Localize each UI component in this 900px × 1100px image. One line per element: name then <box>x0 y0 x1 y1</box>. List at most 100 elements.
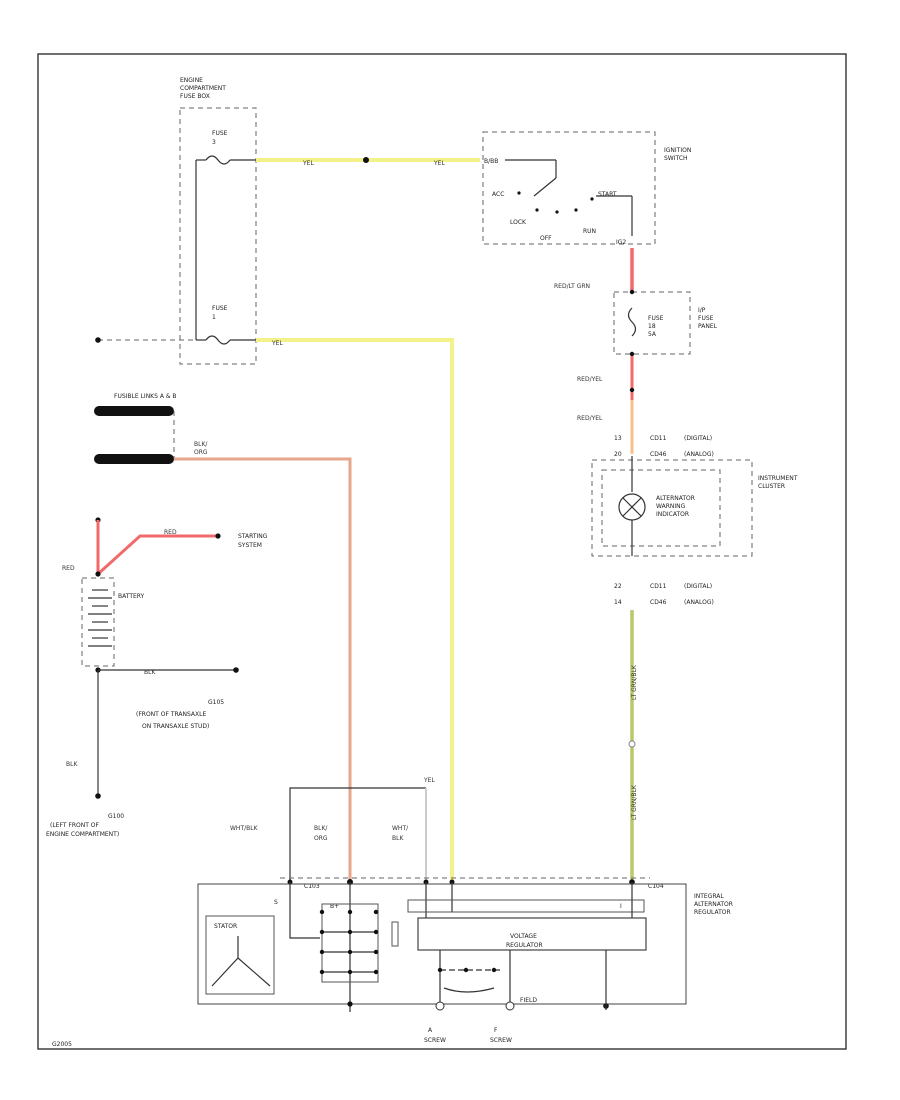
red-starting-wire <box>96 534 218 576</box>
cluster-conn-cd11-b: CD11 <box>650 583 667 590</box>
blk-org-wire <box>174 457 352 882</box>
red-batt-label: RED <box>62 565 75 572</box>
screw-a-letter: A <box>428 1027 433 1034</box>
g100-desc-2: ENGINE COMPARTMENT) <box>46 831 119 838</box>
alt-pin-i: I <box>620 903 622 910</box>
yel-label-b: YEL <box>433 160 445 167</box>
fuse-1-symbol <box>205 335 231 345</box>
yel-splice-node <box>363 157 369 163</box>
ignition-switch: IGNITION SWITCH B/BB ACC LOCK OFF RUN ST… <box>482 131 691 246</box>
feed-node <box>95 337 101 343</box>
red-ltgrn-label: RED/LT GRN <box>554 283 590 290</box>
ignition-title-2: SWITCH <box>664 155 688 162</box>
alt-title-3: REGULATOR <box>694 909 731 916</box>
screw-a-label: SCREW <box>424 1037 446 1044</box>
ip-fuse-panel: I/P FUSE PANEL FUSE 18 5A <box>613 291 718 355</box>
indicator-line-3: INDICATOR <box>656 511 689 518</box>
screw-f-letter: F <box>494 1027 498 1034</box>
alt-title-1: INTEGRAL <box>694 893 724 900</box>
cluster-pin-22: 22 <box>614 583 622 590</box>
cluster-conn-cd11-a: CD11 <box>650 435 667 442</box>
ip-fuse-symbol <box>627 307 637 337</box>
cluster-pin-14: 14 <box>614 599 622 606</box>
g105-label: G105 <box>208 699 224 706</box>
alt-title-2: ALTERNATOR <box>694 901 733 908</box>
alt-pin-s: S <box>274 899 278 906</box>
ignition-switch-blade <box>533 177 557 197</box>
vreg-label-2: REGULATOR <box>506 942 543 949</box>
fusible-links-label: FUSIBLE LINKS A & B <box>114 393 177 400</box>
conn-c103: C103 <box>304 883 320 890</box>
cluster-type-digital-a: (DIGITAL) <box>684 435 712 442</box>
fuse-3-label: FUSE <box>212 130 228 137</box>
fuse-3-symbol <box>205 155 231 165</box>
ip-fuse-rating: 5A <box>648 331 657 338</box>
ground-g100-node <box>95 793 101 799</box>
stator-label: STATOR <box>214 923 237 930</box>
wht-blk-reg-label-2: BLK <box>392 835 404 842</box>
fusible-link-b <box>94 454 174 464</box>
starting-system-1: STARTING <box>238 533 268 540</box>
blk-org-label-1: BLK/ <box>194 441 208 448</box>
screw-f-label: SCREW <box>490 1037 512 1044</box>
conn-c104: C104 <box>648 883 664 890</box>
ign-term-lock: LOCK <box>510 219 527 226</box>
wht-blk-wire <box>289 787 426 882</box>
fuse-3-number: 3 <box>212 139 216 146</box>
fusible-links: FUSIBLE LINKS A & B <box>94 393 177 464</box>
alternator-regulator: INTEGRAL ALTERNATOR REGULATOR S B+ I STA… <box>197 882 733 1012</box>
stator-box <box>205 915 275 995</box>
starting-system-2: SYSTEM <box>238 542 262 549</box>
field-label: FIELD <box>520 997 537 1004</box>
battery-label: BATTERY <box>118 593 145 600</box>
g105-desc-1: (FRONT OF TRANSAXLE <box>136 711 206 718</box>
ip-fuse-title-3: PANEL <box>698 323 718 330</box>
ign-term-ig2: IG2 <box>616 239 626 246</box>
cluster-conn-cd46-b: CD46 <box>650 599 667 606</box>
instrument-cluster: 13 CD11 (DIGITAL) 20 CD46 (ANALOG) INSTR… <box>591 435 798 606</box>
vreg-label-1: VOLTAGE <box>510 933 537 940</box>
fuse-box-title-3: FUSE BOX <box>180 93 210 100</box>
rectifier-bridge <box>321 903 379 983</box>
indicator-line-2: WARNING <box>656 503 686 510</box>
cluster-type-analog-a: (ANALOG) <box>684 451 714 458</box>
ign-term-acc: ACC <box>492 191 504 198</box>
ignition-title-1: IGNITION <box>664 147 691 154</box>
ip-fuse-number: 18 <box>648 323 656 330</box>
cluster-outline <box>591 459 753 557</box>
ip-fuse-name: FUSE <box>648 315 664 322</box>
wht-blk-label: WHT/BLK <box>230 825 259 832</box>
fuse-1-label: FUSE <box>212 305 228 312</box>
fuse-box-title-1: ENGINE <box>180 77 203 84</box>
wht-blk-reg-label-1: WHT/ <box>392 825 409 832</box>
footer-code: G2005 <box>52 1041 72 1048</box>
voltage-regulator-box <box>417 917 647 951</box>
alternator-outline <box>197 883 687 1005</box>
ign-term-start: START <box>598 191 617 198</box>
alt-pin-b: B+ <box>330 903 339 910</box>
cluster-type-digital-b: (DIGITAL) <box>684 583 712 590</box>
g105-desc-2: ON TRANSAXLE STUD) <box>142 723 209 730</box>
cluster-title-1: INSTRUMENT <box>758 475 798 482</box>
yel-label-c: YEL <box>271 340 283 347</box>
g100-desc-1: (LEFT FRONT OF <box>50 822 100 829</box>
yel-wire-fuse1 <box>256 338 454 882</box>
fuse-box-title-2: COMPARTMENT <box>180 85 226 92</box>
indicator-line-1: ALTERNATOR <box>656 495 695 502</box>
red-yel-label-a: RED/YEL <box>577 376 603 383</box>
field-winding-icon <box>443 987 495 993</box>
ip-fuse-title-1: I/P <box>698 307 706 314</box>
cluster-pin-20: 20 <box>614 451 622 458</box>
ground-g105-node <box>233 667 239 673</box>
cluster-title-2: CLUSTER <box>758 483 785 490</box>
fuse-1-number: 1 <box>212 314 216 321</box>
fuse-box-outline <box>179 107 257 365</box>
fusible-link-a <box>94 406 174 416</box>
ign-term-run: RUN <box>583 228 596 235</box>
ip-fuse-title-2: FUSE <box>698 315 714 322</box>
cluster-conn-cd46-a: CD46 <box>650 451 667 458</box>
ltgrn-label-a: LT GRN/BLK <box>631 664 638 700</box>
ign-term-off: OFF <box>540 235 552 242</box>
blk-org-label-2: ORG <box>194 449 208 456</box>
